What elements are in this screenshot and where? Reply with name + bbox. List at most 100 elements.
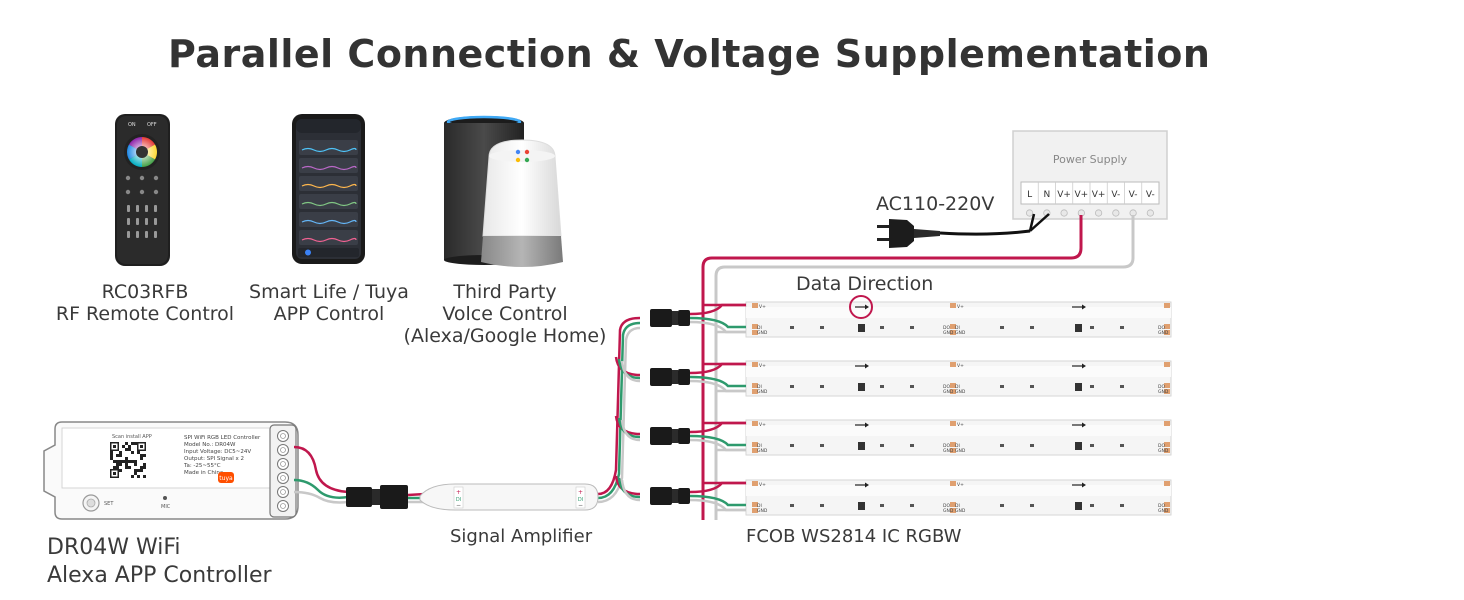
remote-zone-button[interactable] xyxy=(145,205,148,212)
voice-label-line1: Third Party xyxy=(453,281,557,303)
remote-zone-button[interactable] xyxy=(127,218,130,225)
strip-gnd-label: GND xyxy=(1158,389,1169,395)
voice-label: Third Party Volce Control (Alexa/Google … xyxy=(401,281,609,347)
panel-model: Model No.: DR04W xyxy=(184,442,236,448)
strip-resistor xyxy=(1030,385,1034,388)
ps-screw xyxy=(1112,209,1120,217)
app-scene-item[interactable] xyxy=(299,140,358,155)
remote-button[interactable] xyxy=(139,189,145,195)
strip-resistor xyxy=(790,504,794,507)
strip-pin-label: DI xyxy=(757,443,762,449)
voice-label-line2: Volce Control xyxy=(442,303,568,325)
controller-terminal xyxy=(277,472,289,484)
app-label: Smart Life / Tuya APP Control xyxy=(243,281,415,325)
data-arrow-icon xyxy=(865,422,869,428)
strip-resistor xyxy=(820,385,824,388)
controller-wires xyxy=(293,445,426,509)
strip-pin-label: DO xyxy=(1158,443,1165,449)
strip-pin-label: DO xyxy=(943,325,950,331)
smart-speakers xyxy=(444,115,563,267)
data-arrow-icon xyxy=(1082,422,1086,428)
controller-label-line1: DR04W WiFi xyxy=(47,535,181,560)
strip-pin-label: DI xyxy=(757,503,762,509)
remote-zone-button[interactable] xyxy=(136,205,139,212)
controller-terminal xyxy=(277,430,289,442)
strip-gnd-label: GND xyxy=(1158,508,1169,514)
ps-screw xyxy=(1095,209,1103,217)
strip-resistor xyxy=(880,326,884,329)
strip-ic-chip xyxy=(1075,502,1082,510)
remote-zone-button[interactable] xyxy=(154,218,157,225)
remote-zone-button[interactable] xyxy=(145,218,148,225)
ps-terminal-label: V- xyxy=(1129,190,1138,200)
panel-temp: Ta: -25~55°C xyxy=(183,463,221,469)
ps-terminal-label: N xyxy=(1043,190,1050,200)
app-scene-item[interactable] xyxy=(299,230,358,245)
app-scene-item[interactable] xyxy=(299,176,358,191)
controller-terminals xyxy=(277,430,289,512)
power-supply-label: Power Supply xyxy=(1053,153,1128,166)
strip-resistor xyxy=(910,385,914,388)
app-scene-item[interactable] xyxy=(299,194,358,209)
app-scene-list[interactable] xyxy=(299,140,358,245)
strip-resistor xyxy=(1030,444,1034,447)
app-home-icon[interactable] xyxy=(305,249,311,256)
controller-terminal xyxy=(277,486,289,498)
page-title: Parallel Connection & Voltage Supplement… xyxy=(168,32,1211,76)
remote-button[interactable] xyxy=(125,189,131,195)
ps-terminal-label: V+ xyxy=(1057,190,1071,200)
strip-resistor xyxy=(1000,444,1004,447)
remote-button[interactable] xyxy=(153,189,159,195)
strip-resistor xyxy=(1090,385,1094,388)
panel-output: Output: SPI Signal x 2 xyxy=(184,456,244,462)
controller-terminal xyxy=(277,444,289,456)
data-arrow-icon xyxy=(865,304,869,310)
panel-input: Input Voltage: DC5~24V xyxy=(184,449,251,455)
remote-button-grid[interactable] xyxy=(125,175,159,238)
strip-gnd-label: GND xyxy=(943,389,954,395)
remote-zone-button[interactable] xyxy=(154,231,157,238)
strip-gnd-label: GND xyxy=(943,330,954,336)
ac-plug xyxy=(877,213,1050,248)
remote-zone-button[interactable] xyxy=(136,231,139,238)
app-scene-item[interactable] xyxy=(299,212,358,227)
strip-resistor xyxy=(820,444,824,447)
strip-pin-label: DI xyxy=(955,503,960,509)
remote-zone-button[interactable] xyxy=(145,231,148,238)
remote-button[interactable] xyxy=(153,175,159,181)
strip-resistor xyxy=(1030,326,1034,329)
remote-label-model: RC03RFB xyxy=(101,281,189,303)
app-scene-item[interactable] xyxy=(299,158,358,173)
controller-label: DR04W WiFi Alexa APP Controller xyxy=(47,534,272,590)
data-arrow-icon xyxy=(1082,304,1086,310)
strip-vplus-label: V+ xyxy=(759,422,766,428)
power-wiring xyxy=(701,215,1135,520)
strip-connector xyxy=(650,421,746,452)
strip-connector xyxy=(650,303,746,334)
mic-icon xyxy=(163,496,167,500)
strip-vplus-label: V+ xyxy=(957,482,964,488)
strip-connector xyxy=(650,362,746,393)
set-label: SET xyxy=(104,501,114,507)
data-direction-label: Data Direction xyxy=(796,273,934,295)
remote-zone-button[interactable] xyxy=(154,205,157,212)
controller-terminal xyxy=(277,500,289,512)
strip-resistor xyxy=(820,326,824,329)
color-wheel-icon[interactable] xyxy=(126,137,158,168)
remote-button[interactable] xyxy=(139,175,145,181)
strip-gnd-label: GND xyxy=(757,508,768,514)
remote-button[interactable] xyxy=(125,175,131,181)
strip-resistor xyxy=(910,444,914,447)
remote-zone-button[interactable] xyxy=(136,218,139,225)
strip-pin-label: DI xyxy=(757,384,762,390)
strip-vplus-label: V+ xyxy=(957,363,964,369)
remote-zone-button[interactable] xyxy=(127,231,130,238)
ps-terminal-label: V- xyxy=(1146,190,1155,200)
remote-zone-button[interactable] xyxy=(127,205,130,212)
strip-gnd-label: GND xyxy=(943,448,954,454)
strip-ic-chip xyxy=(858,502,865,510)
strip-ic-chip xyxy=(858,442,865,450)
amp-out-minus: − xyxy=(578,502,583,509)
